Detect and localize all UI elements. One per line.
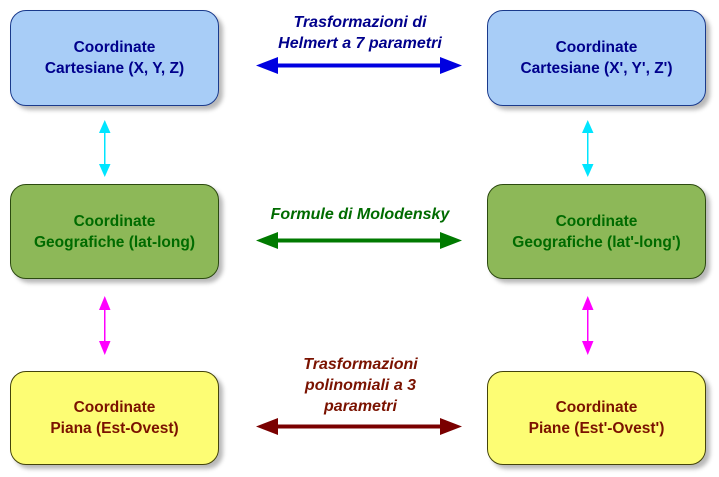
polynomial-label-line2: polinomiali a 3 xyxy=(304,377,417,394)
molodensky-label: Formule di Molodensky xyxy=(235,204,485,225)
box-subtitle: Cartesiane (X', Y', Z') xyxy=(520,60,673,77)
cartesian-left-box: Coordinate Cartesiane (X, Y, Z) xyxy=(10,10,219,106)
box-subtitle: Piana (Est-Ovest) xyxy=(50,420,179,437)
box-subtitle: Cartesiane (X, Y, Z) xyxy=(44,60,185,77)
box-subtitle: Piane (Est'-Ovest') xyxy=(528,420,665,437)
plane-right-box: Coordinate Piane (Est'-Ovest') xyxy=(487,371,706,465)
box-title: Coordinate xyxy=(555,39,638,56)
magenta-vertical-arrow-right xyxy=(582,296,594,355)
box-subtitle: Geografiche (lat-long) xyxy=(33,233,196,251)
box-title: Coordinate xyxy=(555,212,638,230)
box-title: Coordinate xyxy=(73,39,156,56)
magenta-vertical-arrow-left xyxy=(99,296,111,355)
geographic-left-box: Coordinate Geografiche (lat-long) xyxy=(10,184,219,279)
red-double-arrow xyxy=(256,418,462,435)
helmert-label-line2: Helmert a 7 parametri xyxy=(278,35,442,52)
helmert-label-line1: Trasformazioni di xyxy=(293,14,427,31)
box-title: Coordinate xyxy=(555,399,638,416)
molodensky-label-line1: Formule di Molodensky xyxy=(270,206,450,223)
cyan-vertical-arrow-right xyxy=(582,120,594,177)
box-title: Coordinate xyxy=(73,399,156,416)
cartesian-right-box: Coordinate Cartesiane (X', Y', Z') xyxy=(487,10,706,106)
polynomial-label-line3: parametri xyxy=(324,398,397,415)
polynomial-label: Trasformazioni polinomiali a 3 parametri xyxy=(258,354,463,417)
plane-left-box: Coordinate Piana (Est-Ovest) xyxy=(10,371,219,465)
box-title: Coordinate xyxy=(73,212,156,230)
green-double-arrow xyxy=(256,232,462,249)
polynomial-label-line1: Trasformazioni xyxy=(303,356,418,373)
cyan-vertical-arrow-left xyxy=(99,120,111,177)
blue-double-arrow xyxy=(256,57,462,74)
geographic-right-box: Coordinate Geografiche (lat'-long') xyxy=(487,184,706,279)
box-subtitle: Geografiche (lat'-long') xyxy=(512,233,681,251)
helmert-label: Trasformazioni di Helmert a 7 parametri xyxy=(245,12,475,54)
